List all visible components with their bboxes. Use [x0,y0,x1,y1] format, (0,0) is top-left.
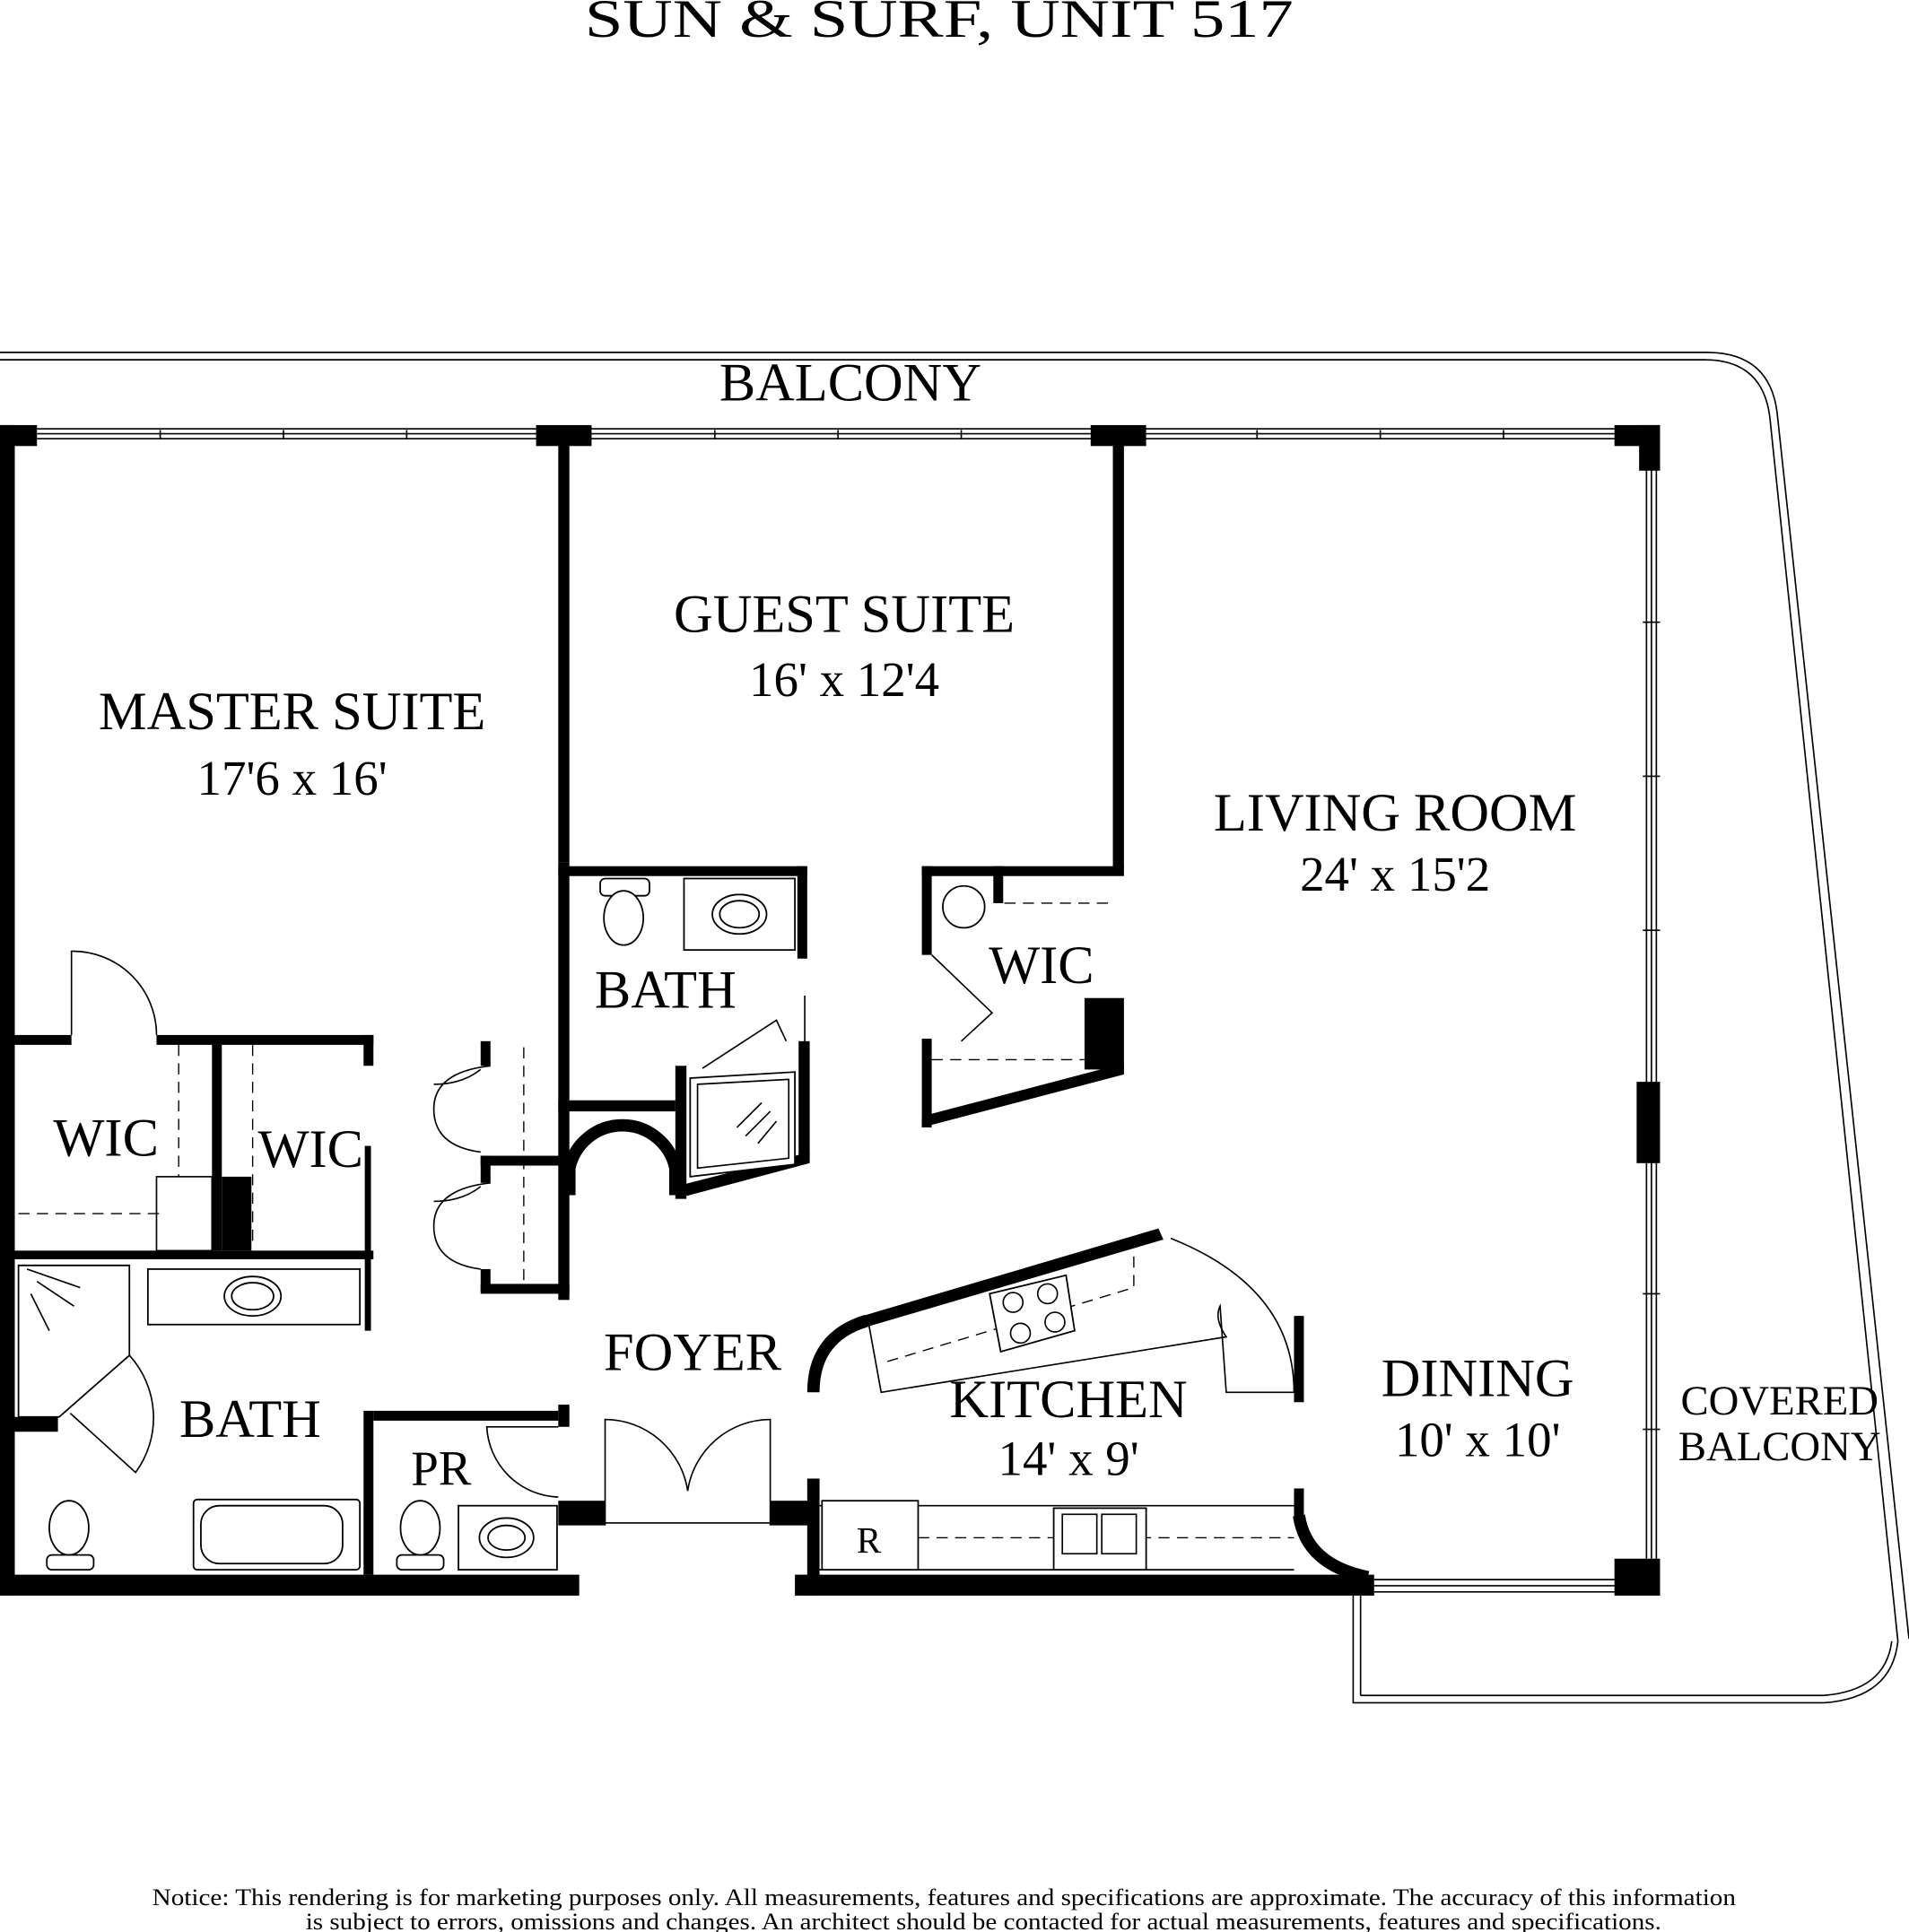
dining-label: DINING [1382,1348,1574,1408]
windows-top [37,428,1615,439]
notice-line-2: is subject to errors, omissions and chan… [306,1908,1661,1932]
plan-title: SUN & SURF, UNIT 517 [585,0,1294,49]
guest-suite-label: GUEST SUITE [674,585,1015,645]
windows-right [1373,468,1661,1593]
kitchen-dims: 14' x 9' [998,1431,1139,1485]
balcony-label: BALCONY [719,352,981,413]
balcony-outline [0,352,1909,1704]
notice-line-1: Notice: This rendering is for marketing … [153,1884,1736,1910]
kitchen-label: KITCHEN [949,1370,1187,1430]
master-bath-label: BATH [179,1389,321,1449]
dining-dims: 10' x 10' [1395,1413,1561,1467]
guest-bath-label: BATH [595,961,737,1021]
master-suite-dims: 17'6 x 16' [197,751,388,805]
living-room-label: LIVING ROOM [1214,783,1577,843]
refrigerator-label: R [857,1519,882,1561]
covered-balcony-label-1: COVERED [1681,1378,1878,1424]
fixtures [17,877,1295,1571]
master-suite-label: MASTER SUITE [99,682,485,742]
covered-balcony-label-2: BALCONY [1678,1423,1881,1470]
guest-suite-dims: 16' x 12'4 [749,652,939,707]
foyer-label: FOYER [604,1323,782,1383]
master-wic-1-label: WIC [53,1109,158,1169]
powder-room-label: PR [411,1440,472,1495]
living-wic-label: WIC [989,936,1094,996]
master-wic-2-label: WIC [257,1119,362,1179]
living-room-dims: 24' x 15'2 [1300,847,1490,901]
